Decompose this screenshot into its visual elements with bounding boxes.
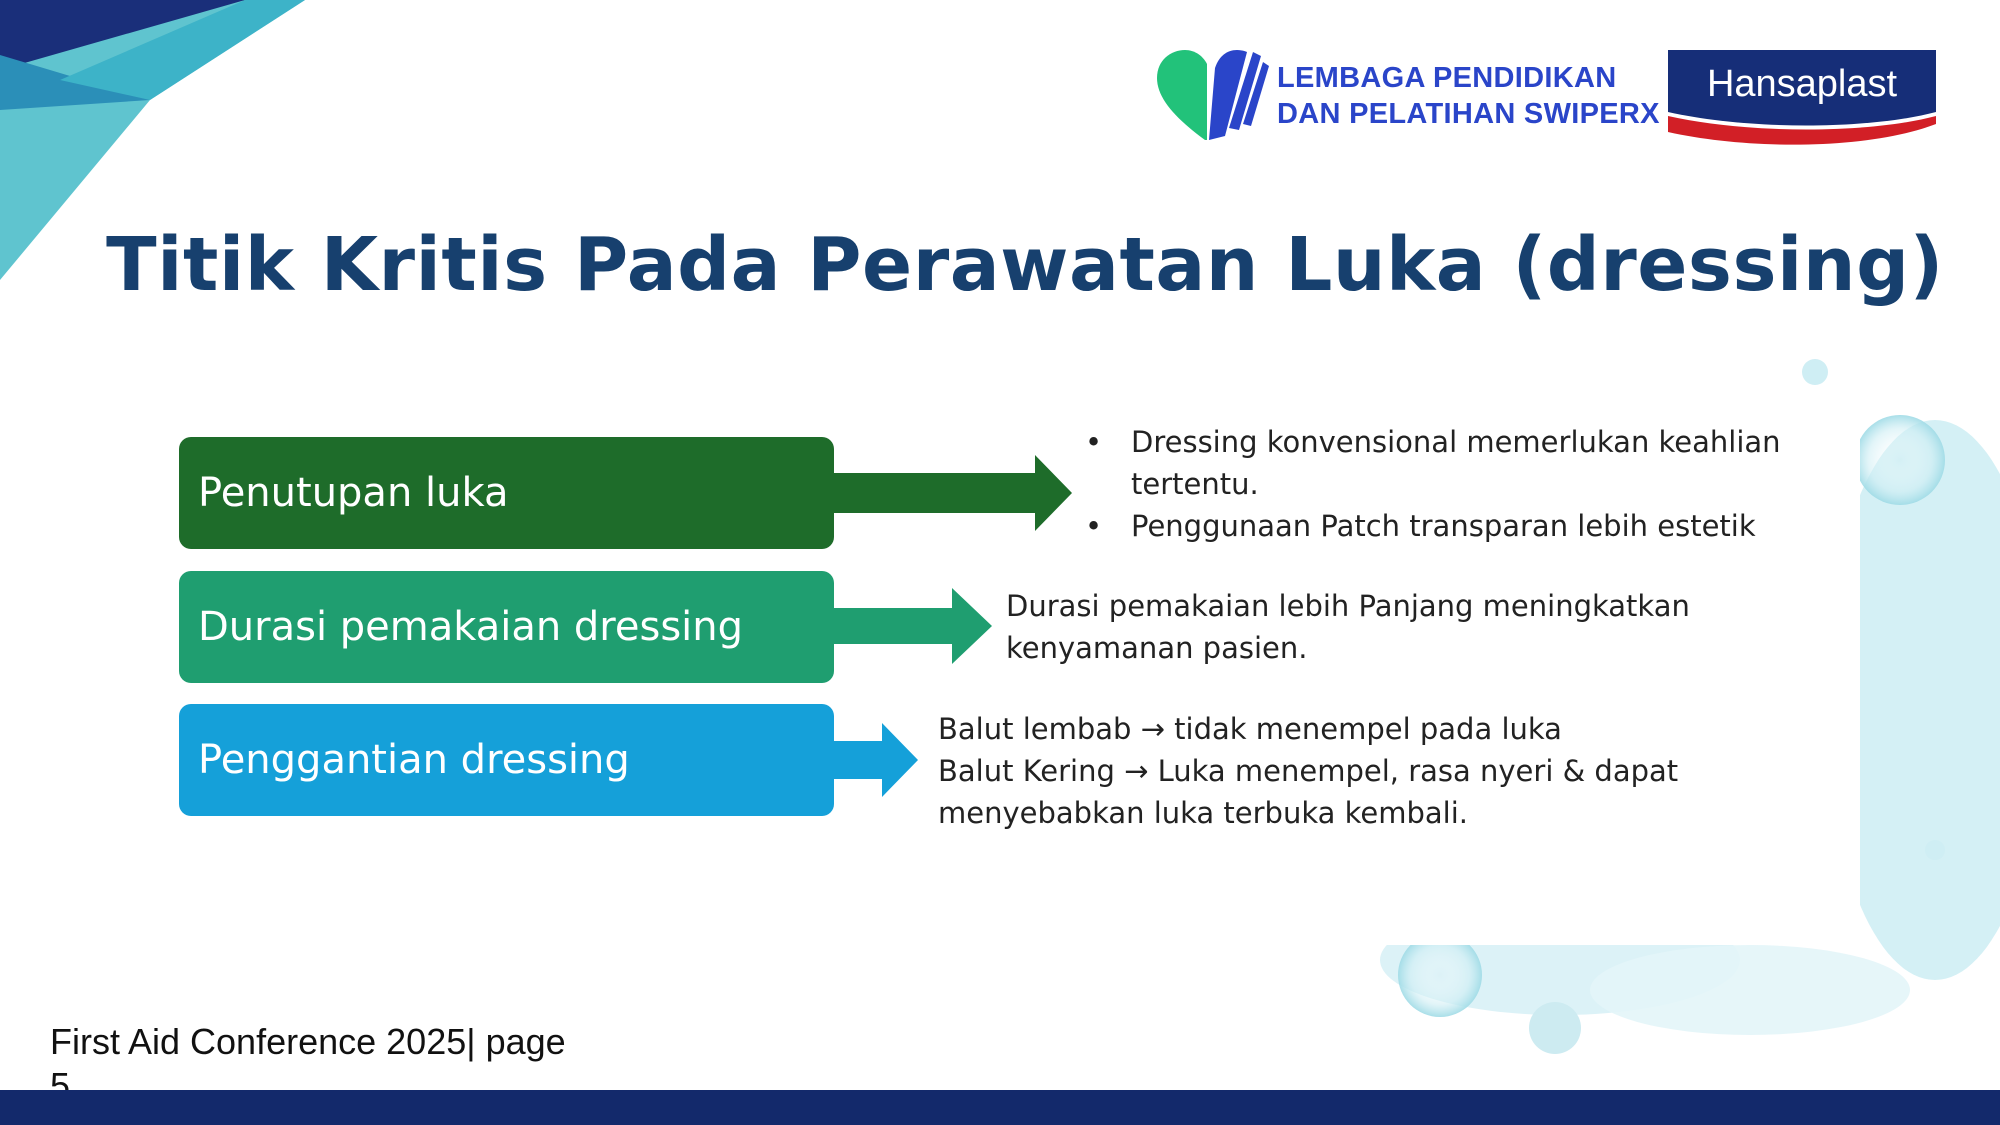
box-penggantian-dressing: Penggantian dressing: [179, 704, 834, 816]
bullet-item: Dressing konvensional memerlukan keahlia…: [1085, 421, 1781, 505]
slide-title: Titik Kritis Pada Perawatan Luka (dressi…: [106, 222, 1944, 308]
desc-line: kenyamanan pasien.: [1006, 631, 1308, 665]
desc-line: Durasi pemakaian lebih Panjang meningkat…: [1006, 589, 1690, 623]
arrow-right-icon: [830, 588, 992, 664]
org-name-line2: DAN PELATIHAN SWIPERX: [1277, 98, 1660, 130]
corner-decoration: [0, 0, 305, 280]
arrow-right-icon: [830, 455, 1072, 531]
desc-line: Balut lembab → tidak menempel pada luka: [938, 712, 1562, 746]
footer-text: First Aid Conference 2025| page: [50, 1021, 566, 1062]
desc-penggantian-dressing: Balut lembab → tidak menempel pada luka …: [938, 708, 1678, 834]
bullet-item: Penggunaan Patch transparan lebih esteti…: [1085, 505, 1781, 547]
hansaplast-logo: Hansaplast: [1668, 50, 1936, 145]
desc-line: menyebabkan luka terbuka kembali.: [938, 796, 1468, 830]
bottom-bar: [0, 1090, 2000, 1125]
brand-name: Hansaplast: [1707, 63, 1898, 105]
org-name-line1: LEMBAGA PENDIDIKAN: [1277, 62, 1617, 94]
swiperx-heart-logo-icon: [1157, 50, 1269, 140]
box-penutupan-luka: Penutupan luka: [179, 437, 834, 549]
desc-penutupan-luka: Dressing konvensional memerlukan keahlia…: [1085, 421, 1781, 547]
arrow-right-icon: [830, 723, 918, 797]
desc-line: Balut Kering → Luka menempel, rasa nyeri…: [938, 754, 1679, 788]
desc-durasi-pemakaian: Durasi pemakaian lebih Panjang meningkat…: [1006, 585, 1690, 669]
box-durasi-pemakaian: Durasi pemakaian dressing: [179, 571, 834, 683]
